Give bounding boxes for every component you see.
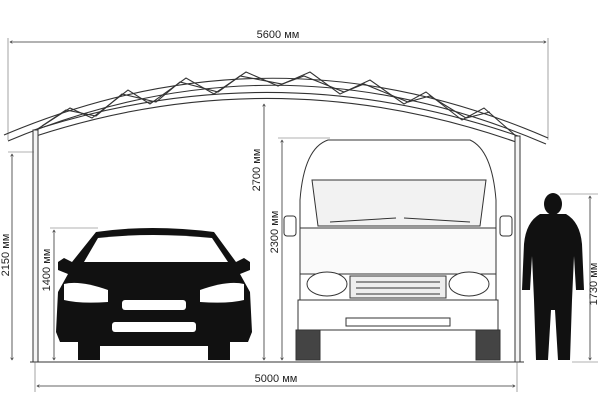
dimension-post-height: 2150 мм (0, 151, 34, 360)
right-post (514, 135, 521, 363)
post-span-label: 5000 мм (255, 373, 298, 385)
car-height-label: 1400 мм (41, 249, 53, 292)
arch-truss (3, 71, 549, 145)
dimension-arch-height: 2700 мм (251, 104, 264, 360)
person-silhouette (522, 193, 584, 360)
dimension-car-height: 1400 мм (41, 227, 98, 360)
post-height-label: 2150 мм (0, 234, 12, 277)
person-height-label: 1730 мм (588, 263, 600, 306)
van-height-label: 2300 мм (269, 211, 281, 254)
dimension-total-width: 5600 мм (7, 29, 549, 140)
left-post (32, 129, 39, 363)
total-width-label: 5600 мм (257, 29, 300, 41)
dimension-person-height: 1730 мм (560, 193, 600, 363)
van-front-drawing (283, 139, 513, 361)
dimension-van-height: 2300 мм (269, 137, 330, 360)
car-front-silhouette (56, 228, 252, 360)
dimension-post-span: 5000 мм (34, 362, 518, 392)
arch-height-label: 2700 мм (251, 149, 263, 192)
